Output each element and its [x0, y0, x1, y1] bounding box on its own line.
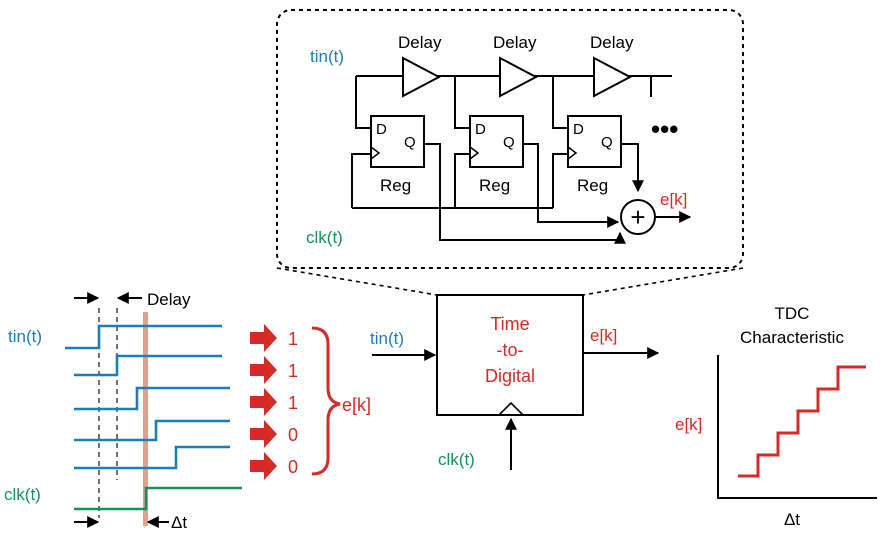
clk-tap-2 [454, 153, 470, 208]
timing-output-label: e[k] [342, 395, 371, 415]
clock-input-marker [498, 401, 524, 416]
adder-symbol: + [630, 202, 645, 232]
delay-buffer-3 [593, 56, 633, 98]
reg3-q-pin: Q [601, 134, 613, 151]
bit-value-1: 1 [288, 329, 298, 349]
q3-to-adder [621, 143, 644, 193]
clk-waveform [74, 486, 242, 511]
tdc-characteristic: TDC Characteristic e[k] Δt [675, 304, 877, 529]
delay-buffer-1 [402, 56, 442, 98]
bit-arrow-2 [250, 356, 277, 384]
bit-arrows [250, 324, 277, 480]
bit-value-4: 0 [288, 425, 298, 445]
detail-tin-label: tin(t) [310, 47, 344, 66]
delay-label-1: Delay [398, 33, 442, 52]
q2-to-adder [523, 143, 620, 228]
detail-clk-label: clk(t) [306, 228, 343, 247]
bit-value-3: 1 [288, 393, 298, 413]
tin-waveform-5 [74, 445, 230, 470]
tdc-block-box [436, 294, 584, 416]
char-title-line-1: TDC [775, 304, 810, 323]
bit-arrow-4 [250, 420, 277, 448]
timing-clk-label: clk(t) [4, 485, 41, 504]
reg1-q-pin: Q [404, 134, 416, 151]
block-clk-label: clk(t) [438, 450, 475, 469]
register-1: D Q Reg [370, 115, 425, 195]
tin-waveform-1 [65, 324, 222, 350]
detail-output-label: e[k] [660, 190, 687, 209]
reg2-q-pin: Q [503, 134, 515, 151]
block-tin-label: tin(t) [370, 329, 404, 348]
delay-line-detail: tin(t) clk(t) Delay Delay Delay D Q Reg [276, 9, 744, 269]
char-y-label: e[k] [675, 415, 702, 434]
delay-label-3: Delay [590, 33, 634, 52]
tdc-block: Time -to- Digital tin(t) e[k] clk(t) [370, 294, 660, 470]
callout-leader-right [582, 267, 744, 296]
d-tap-2 [454, 76, 470, 129]
timing-tin-label: tin(t) [8, 327, 42, 346]
register-3: D Q Reg [567, 115, 622, 195]
reg2-label: Reg [479, 176, 510, 195]
reg3-d-pin: D [573, 121, 584, 138]
bit-group-brace [311, 326, 341, 476]
clk-tap-3 [552, 153, 568, 208]
block-output-label: e[k] [590, 326, 617, 345]
reg3-label: Reg [577, 176, 608, 195]
delay-label-2: Delay [493, 33, 537, 52]
chain-ellipsis: ••• [651, 114, 678, 144]
bit-value-5: 0 [288, 457, 298, 477]
char-staircase [738, 365, 866, 478]
delay-buffer-2 [499, 56, 539, 98]
callout-leader-left [276, 267, 438, 296]
char-axes [717, 355, 877, 499]
bit-arrow-5 [250, 452, 277, 480]
detail-callout-box [276, 9, 744, 269]
tdc-title-line-3: Digital [485, 366, 535, 386]
tin-waveform-3 [74, 386, 230, 411]
bit-arrow-1 [250, 324, 277, 352]
tin-waveform-4 [74, 419, 230, 442]
timing-diagram: Delay tin(t) clk(t) Δt 1 1 1 0 0 [4, 290, 371, 532]
register-2: D Q Reg [469, 115, 524, 195]
d-tap-1 [355, 76, 371, 129]
timing-delta-label: Δt [171, 513, 187, 532]
bit-arrow-3 [250, 388, 277, 416]
tdc-title-line-1: Time [490, 314, 529, 334]
reg1-d-pin: D [376, 121, 387, 138]
char-x-label: Δt [784, 510, 800, 529]
sampling-instant-marker [143, 312, 148, 526]
bit-value-2: 1 [288, 361, 298, 381]
clk-tap-1 [351, 153, 371, 208]
tdc-title-line-2: -to- [497, 340, 524, 360]
tin-waveform-2 [74, 354, 222, 377]
q1-to-adder [424, 143, 626, 244]
d-tap-3 [552, 76, 568, 129]
char-title-line-2: Characteristic [740, 328, 844, 347]
reg2-d-pin: D [475, 121, 486, 138]
reg1-label: Reg [380, 176, 411, 195]
timing-delay-label: Delay [147, 290, 191, 309]
